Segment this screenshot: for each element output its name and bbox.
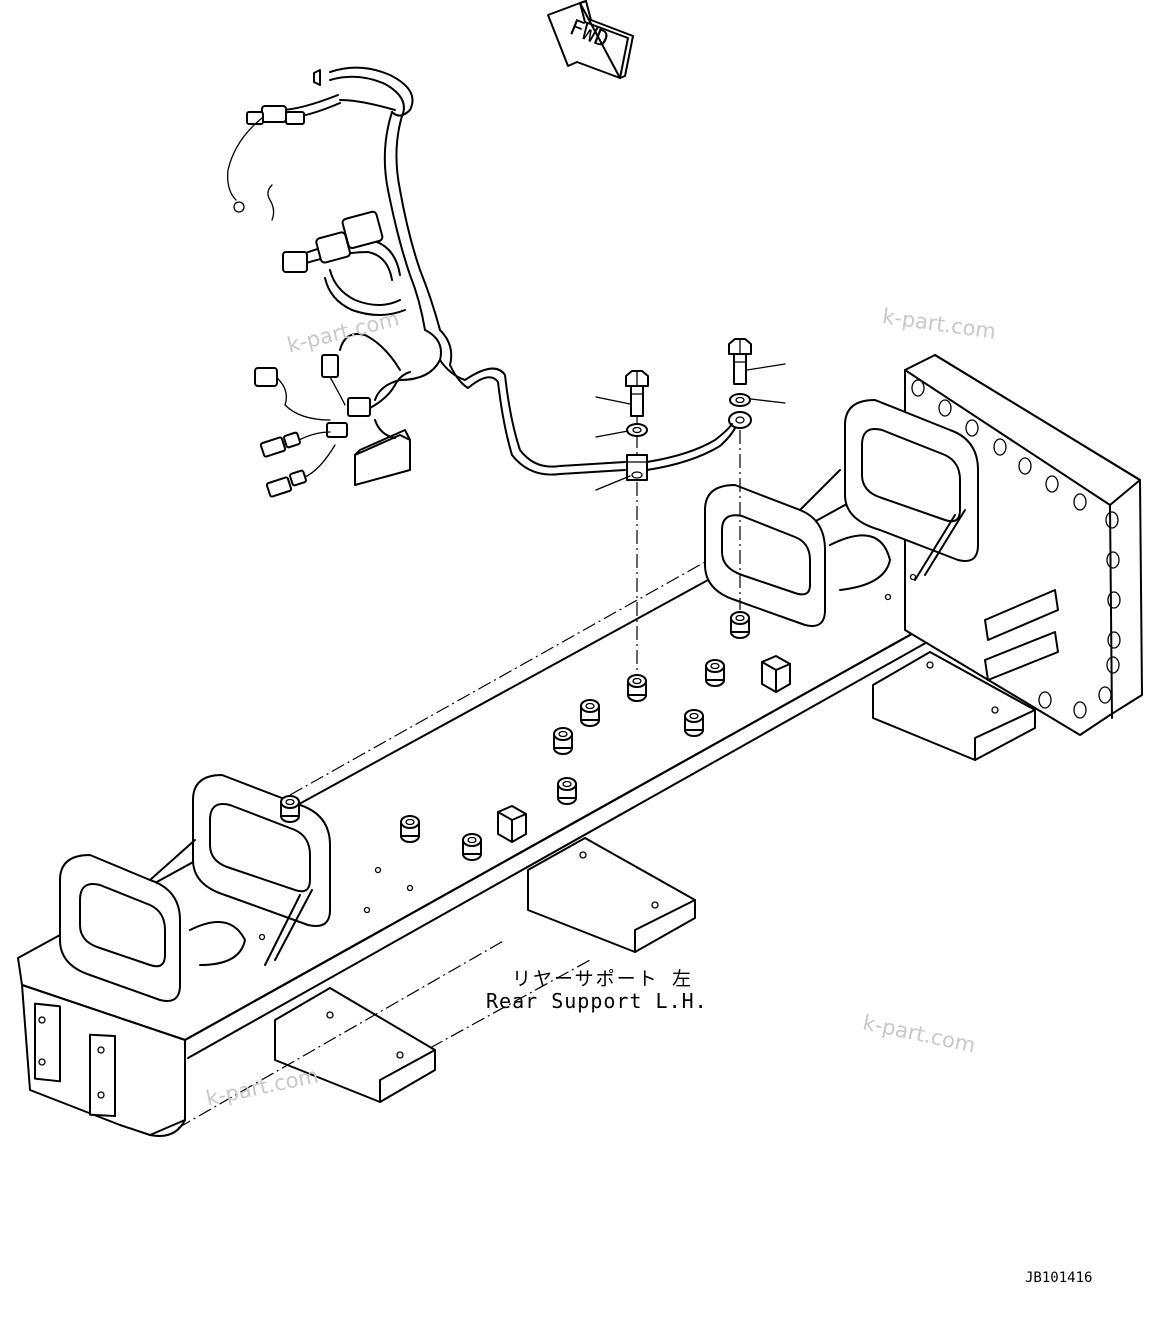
ground-terminal [728, 411, 752, 429]
assembly-centerlines [177, 410, 741, 1129]
rear-support-frame [17, 354, 1143, 1137]
flange-bolt-holes [911, 379, 1121, 719]
part-label-japanese: リヤーサポート 左 [512, 968, 694, 990]
weld-nuts [258, 573, 917, 941]
leader-lines [595, 363, 786, 491]
washer-right [729, 393, 751, 407]
lower-brackets [274, 651, 1036, 1103]
washer-left [626, 423, 648, 437]
drawing-code: JB101416 [1025, 1270, 1093, 1286]
part-label-english: Rear Support L.H. [486, 989, 708, 1013]
bolt-right [728, 338, 752, 385]
wiring-harness [227, 66, 736, 498]
forward-arrow-icon: FWD [547, 0, 634, 79]
bolt-left [625, 370, 649, 417]
cable-clamp [626, 454, 648, 481]
right-lifting-eye [704, 399, 979, 627]
